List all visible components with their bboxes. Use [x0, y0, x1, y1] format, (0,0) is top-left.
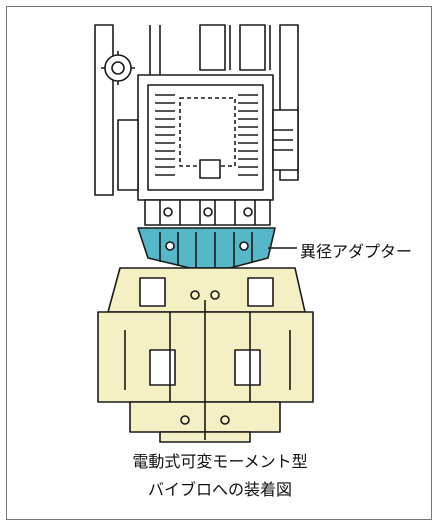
caption-line-2: バイブロへの装着図 [147, 480, 292, 499]
spring-housing [117, 74, 299, 201]
adapter-callout-label: 異径アダプター [300, 242, 413, 261]
adapter-part [137, 227, 276, 269]
upper-mast [94, 24, 299, 196]
vibro-body [97, 267, 314, 443]
clamp-plate [144, 199, 271, 226]
caption-line-1: 電動式可変モーメント型 [132, 452, 308, 471]
